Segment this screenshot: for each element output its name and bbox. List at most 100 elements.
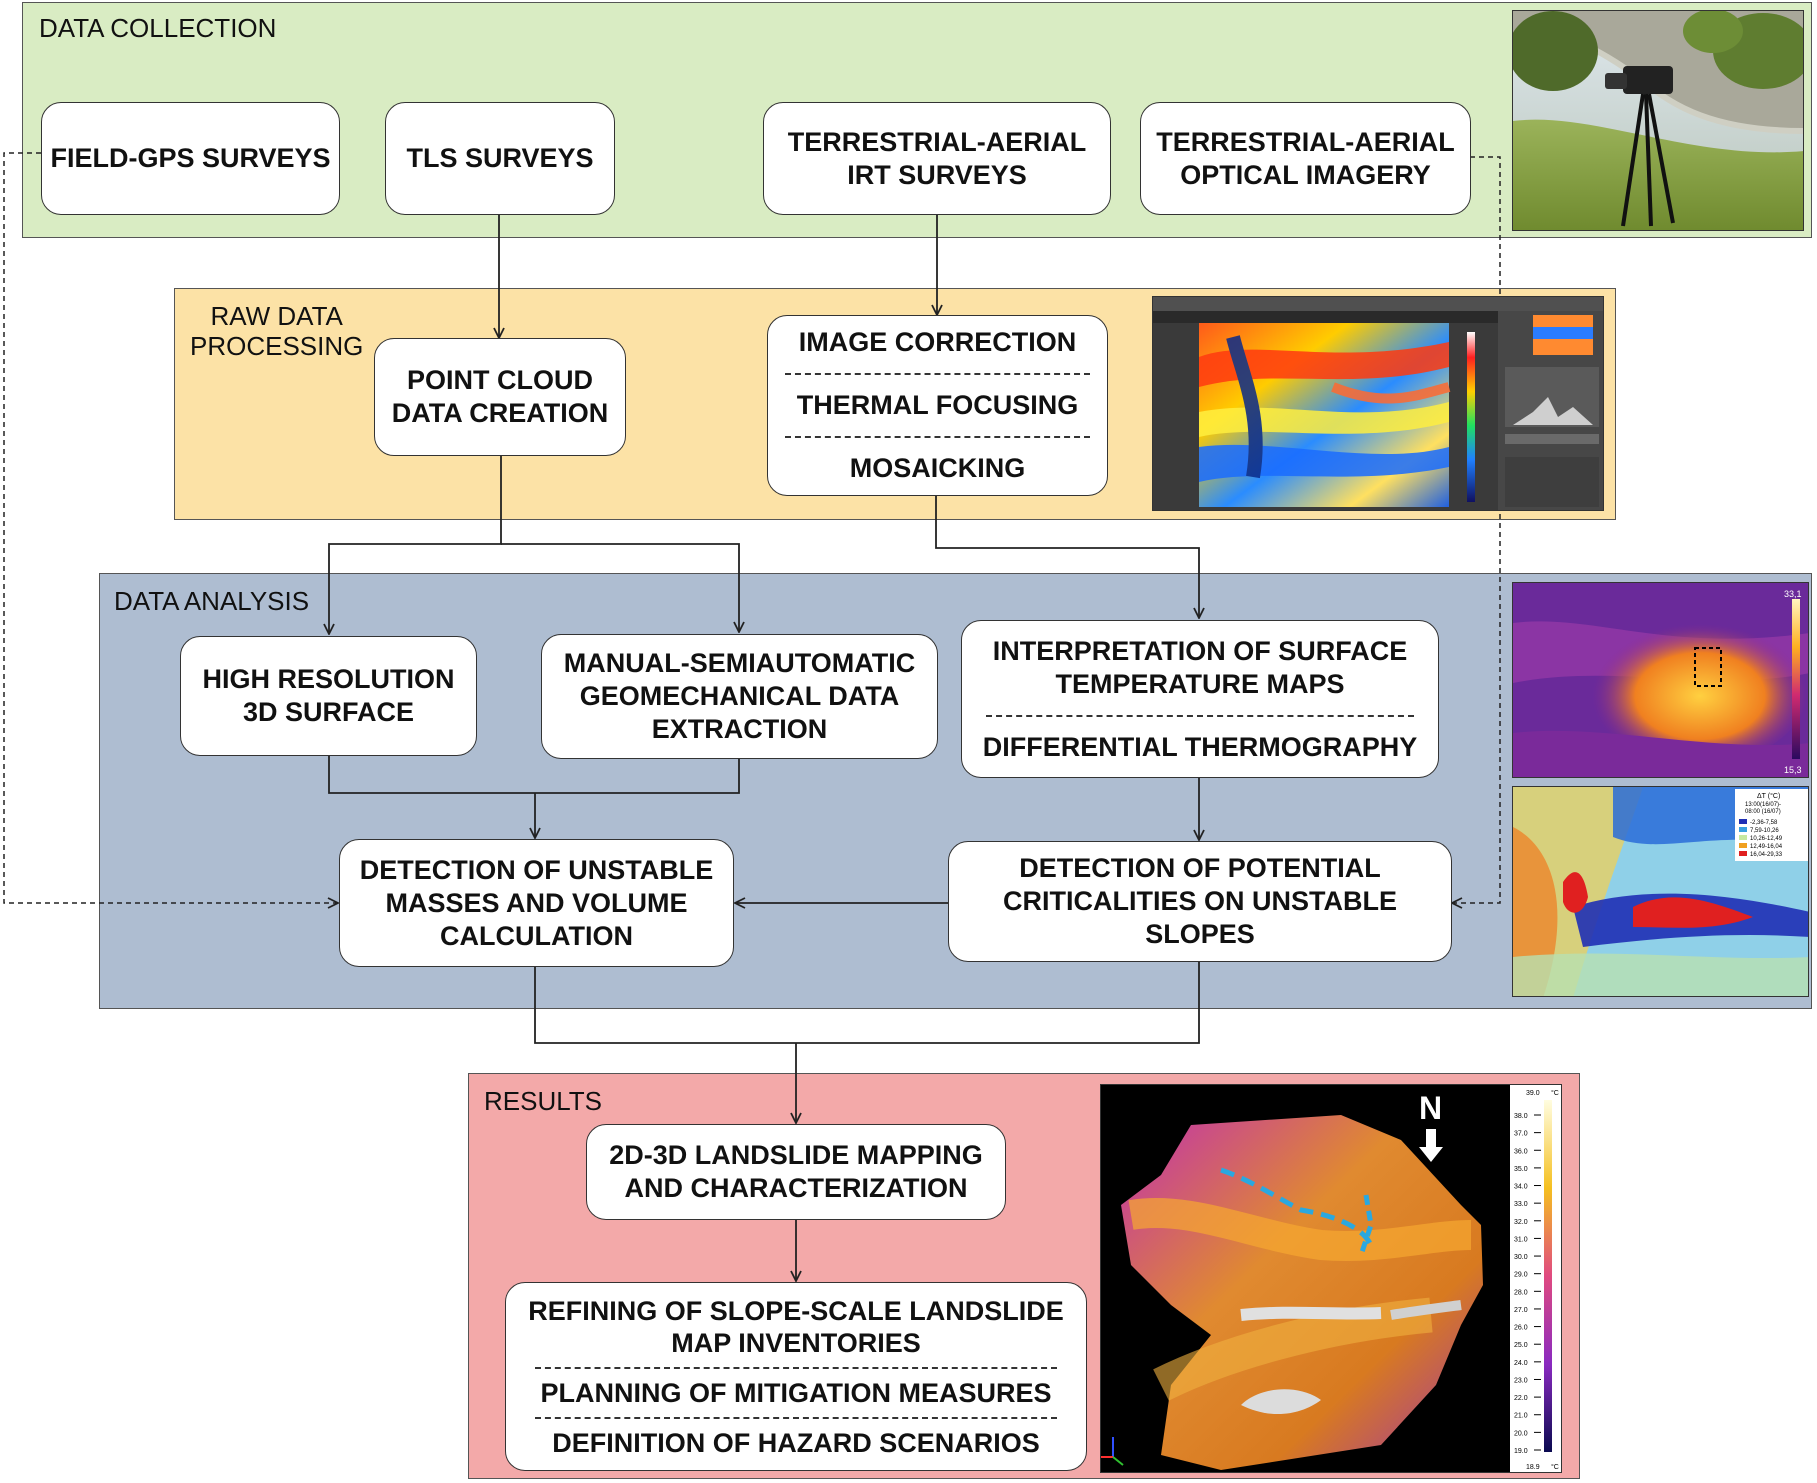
geomech-line2: GEOMECHANICAL DATA: [579, 681, 900, 711]
arrow-mosaic-to-interpretation: [935, 496, 1199, 618]
diff-legend-label: 7,59-10,26: [1750, 828, 1779, 834]
differential-thermography-label: DIFFERENTIAL THERMOGRAPHY: [982, 731, 1418, 762]
map-scale-tick-label: 26.0: [1514, 1325, 1528, 1332]
diff-legend-entries: -2,36-7,58 7,59-10,26 10,26-12,49 12,49-16,…: [1739, 819, 1783, 858]
critical-line2: CRITICALITIES ON UNSTABLE: [1003, 886, 1397, 916]
point-cloud-line2: DATA CREATION: [391, 398, 609, 428]
map-scale-tick-label: 27.0: [1514, 1307, 1528, 1314]
high-res-line1: HIGH RESOLUTION: [202, 664, 455, 694]
geomechanical-extraction-box: MANUAL-SEMIAUTOMATIC GEOMECHANICAL DATA …: [541, 634, 938, 759]
optical-label-line2: OPTICAL IMAGERY: [1180, 159, 1431, 190]
line-merge-analysis: [328, 756, 740, 794]
field-photo-graphic: [1513, 11, 1803, 230]
criticalities-box: DETECTION OF POTENTIAL CRITICALITIES ON …: [948, 841, 1452, 962]
panel-title-raw-processing: RAW DATA PROCESSING: [190, 301, 363, 361]
separator: [784, 436, 1091, 438]
map-scale-tick-label: 19.0: [1514, 1448, 1528, 1455]
interp-line1: INTERPRETATION OF SURFACE: [992, 635, 1408, 666]
north-arrow-icon: [1419, 1129, 1443, 1162]
map-scale-tick-label: 37.0: [1514, 1131, 1528, 1138]
map-scale-tick-label: 35.0: [1514, 1166, 1528, 1173]
irt-label-line1: TERRESTRIAL-AERIAL: [787, 126, 1087, 157]
image-processing-box: IMAGE CORRECTION THERMAL FOCUSING MOSAIC…: [767, 315, 1108, 496]
diff-legend-label: 16,04-29,33: [1750, 852, 1783, 858]
north-label: N: [1419, 1090, 1442, 1126]
dashed-gps-to-unstable: [3, 152, 338, 903]
field-gps-label: FIELD-GPS SURVEYS: [50, 143, 331, 173]
panel-title-data-collection: DATA COLLECTION: [39, 13, 277, 43]
diff-legend-label: 10,26-12,49: [1750, 836, 1783, 842]
landslide-map-graphic: N 39.0 °C 18.9 °C 38.037.036.035.034.033…: [1101, 1085, 1561, 1472]
map-scale-tick-label: 30.0: [1514, 1254, 1528, 1261]
separator: [535, 1366, 1057, 1369]
map-scale-tick-label: 24.0: [1514, 1360, 1528, 1367]
separator: [985, 714, 1415, 717]
thermal-scale-max: 33,1: [1784, 589, 1802, 599]
diff-legend-time2: 08:00 (16/07): [1745, 809, 1781, 815]
map-scale-tick-label: 20.0: [1514, 1430, 1528, 1437]
differential-thermography-graphic: ΔT (°C) 13:00(16/07)- 08:00 (16/07) -2,3…: [1513, 787, 1808, 996]
refining-line1: REFINING OF SLOPE-SCALE LANDSLIDE: [528, 1295, 1064, 1326]
dashed-optical-to-criticalities: [1452, 156, 1501, 903]
panel-title-raw-line1: RAW DATA: [210, 301, 343, 331]
map-scale-bottom: 18.9: [1526, 1464, 1540, 1471]
diff-legend-time1: 13:00(16/07)-: [1745, 802, 1781, 808]
map-scale-tick-label: 38.0: [1514, 1113, 1528, 1120]
diff-legend-swatch: [1739, 851, 1747, 856]
diff-legend-swatch: [1739, 843, 1747, 848]
image-correction-label: IMAGE CORRECTION: [798, 327, 1077, 357]
interp-line2: TEMPERATURE MAPS: [1055, 668, 1345, 699]
map-scale-tick-label: 21.0: [1514, 1413, 1528, 1420]
diff-legend-swatch: [1739, 835, 1747, 840]
critical-line1: DETECTION OF POTENTIAL: [1019, 853, 1381, 883]
panel-title-data-analysis: DATA ANALYSIS: [114, 586, 310, 616]
field-survey-photo: [1512, 10, 1804, 231]
diff-legend-label: -2,36-7,58: [1750, 820, 1778, 826]
tls-label: TLS SURVEYS: [406, 143, 594, 173]
surface-temperature-image: 33,1 15,3: [1512, 582, 1809, 778]
map-scale-tick-label: 23.0: [1514, 1377, 1528, 1384]
geomech-line3: EXTRACTION: [651, 714, 828, 744]
map-scale-tick-label: 34.0: [1514, 1184, 1528, 1191]
map-scale-unit-bottom: °C: [1551, 1463, 1559, 1471]
separator: [535, 1416, 1057, 1419]
mapping-line1: 2D-3D LANDSLIDE MAPPING: [609, 1140, 983, 1170]
high-res-line2: 3D SURFACE: [242, 697, 415, 727]
map-scale-tick-label: 31.0: [1514, 1236, 1528, 1243]
critical-line3: SLOPES: [1145, 919, 1255, 949]
map-scale-tick-label: 32.0: [1514, 1219, 1528, 1226]
diff-legend-swatch: [1739, 819, 1747, 824]
mapping-line2: AND CHARACTERIZATION: [624, 1173, 968, 1203]
unstable-line1: DETECTION OF UNSTABLE: [359, 854, 714, 885]
panel-title-results: RESULTS: [484, 1086, 602, 1116]
unstable-masses-box: DETECTION OF UNSTABLE MASSES AND VOLUME …: [339, 839, 734, 967]
diff-legend-label: 12,49-16,04: [1750, 844, 1783, 850]
optical-label-line1: TERRESTRIAL-AERIAL: [1156, 126, 1455, 157]
unstable-line3: CALCULATION: [440, 920, 633, 951]
geomech-line1: MANUAL-SEMIAUTOMATIC: [563, 648, 916, 678]
map-scale-ticks: 38.037.036.035.034.033.032.031.030.029.0…: [1514, 1113, 1541, 1455]
high-resolution-3d-surface-box: HIGH RESOLUTION 3D SURFACE: [180, 636, 477, 756]
hazard-label: DEFINITION OF HAZARD SCENARIOS: [552, 1427, 1040, 1458]
surface-temperature-graphic: 33,1 15,3: [1513, 583, 1808, 777]
map-scale-tick-label: 29.0: [1514, 1272, 1528, 1279]
temperature-maps-box: INTERPRETATION OF SURFACE TEMPERATURE MA…: [961, 620, 1439, 778]
map-scale-unit-top: °C: [1551, 1089, 1559, 1097]
landslide-mapping-box: 2D-3D LANDSLIDE MAPPING AND CHARACTERIZA…: [586, 1124, 1006, 1220]
irt-label-line2: IRT SURVEYS: [847, 159, 1027, 190]
thermal-focusing-label: THERMAL FOCUSING: [796, 390, 1079, 420]
thermal-software-graphic: [1153, 297, 1603, 510]
differential-thermography-image: ΔT (°C) 13:00(16/07)- 08:00 (16/07) -2,3…: [1512, 786, 1809, 997]
diff-legend-swatch: [1739, 827, 1747, 832]
point-cloud-box: POINT CLOUD DATA CREATION: [374, 338, 626, 456]
thermal-software-screenshot: [1152, 296, 1604, 511]
refining-line2: MAP INVENTORIES: [671, 1327, 921, 1358]
planning-label: PLANNING OF MITIGATION MEASURES: [540, 1377, 1052, 1408]
separator: [784, 373, 1091, 375]
thermal-scale-min: 15,3: [1784, 765, 1802, 775]
point-cloud-line1: POINT CLOUD: [407, 365, 593, 395]
mosaicking-label: MOSAICKING: [849, 453, 1026, 483]
map-scale-tick-label: 33.0: [1514, 1201, 1528, 1208]
panel-title-raw-line2: PROCESSING: [190, 331, 364, 361]
